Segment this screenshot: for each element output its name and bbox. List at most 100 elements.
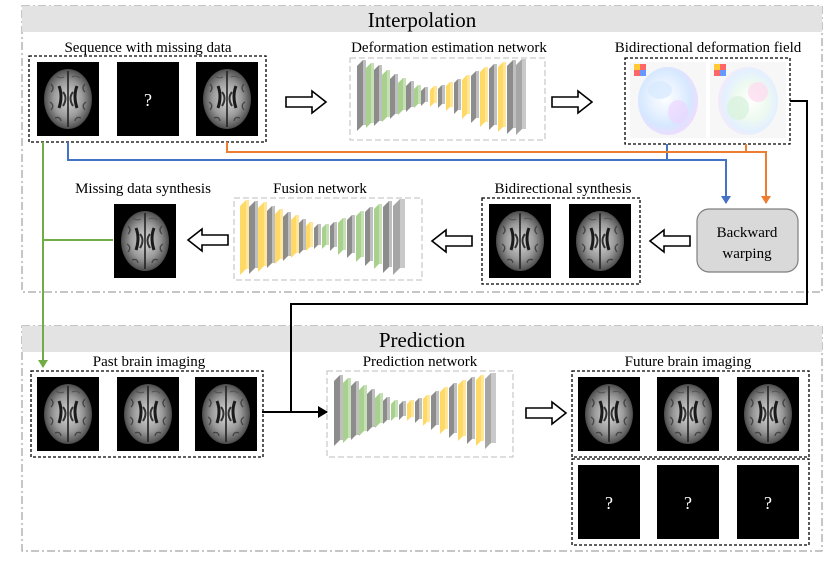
net-layer (383, 397, 390, 424)
prediction-net-layers (334, 373, 496, 449)
arrow-to-missing-synthesis (187, 228, 229, 252)
net-layer (343, 378, 351, 443)
net-layer (338, 218, 346, 255)
deformation-net-label: Deformation estimation network (351, 40, 547, 56)
prediction-net-box (326, 370, 514, 458)
synth-slice-backward (567, 202, 633, 280)
net-layer (383, 201, 392, 273)
synth-slice-forward (487, 202, 553, 280)
missing-slice (117, 62, 179, 136)
net-layer (423, 395, 430, 426)
net-layer (421, 87, 428, 106)
net-layer (485, 373, 496, 449)
net-layer (430, 86, 437, 107)
deformation-net-layers (357, 59, 526, 135)
net-layer (393, 199, 405, 275)
future-slice-2 (655, 375, 721, 453)
net-layer (356, 211, 364, 262)
net-layer (374, 204, 382, 269)
net-layer (240, 200, 249, 275)
blue-path-to-warping (67, 142, 731, 204)
net-layer (415, 398, 422, 423)
net-layer (365, 207, 373, 266)
prediction-net-label: Prediction network (363, 354, 478, 370)
bidirectional-synthesis-box (481, 197, 641, 285)
orange-path-to-warping (226, 142, 771, 204)
net-layer (454, 79, 461, 114)
net-layer (462, 75, 470, 119)
net-layer (390, 74, 398, 119)
net-layer (449, 383, 457, 438)
future-unknown-slice-3 (737, 465, 799, 539)
net-layer (275, 209, 283, 264)
net-layer (476, 375, 484, 446)
net-layer (322, 224, 329, 249)
past-slice-3 (193, 375, 259, 453)
net-layer (249, 201, 258, 274)
backward-warping-line1: Backward (717, 225, 778, 241)
net-layer (314, 224, 321, 249)
net-layer (291, 215, 299, 258)
sequence-missing-box (28, 55, 267, 143)
net-layer (351, 381, 359, 440)
black-path-from-field (290, 100, 808, 412)
past-imaging-label: Past brain imaging (93, 354, 206, 370)
future-unknown-slice-2 (657, 465, 719, 539)
net-layer (507, 60, 516, 134)
future-slice-1 (576, 375, 642, 453)
net-layer (498, 62, 506, 132)
brain-slice-t3 (194, 60, 260, 138)
future-unknown-mark-1: ? (605, 493, 613, 513)
future-imaging-box (571, 370, 810, 458)
net-layer (306, 222, 313, 251)
net-layer (407, 400, 414, 421)
deformation-net-box (349, 57, 546, 141)
brain-slice-t1 (35, 60, 101, 138)
future-unknown-slice-1 (578, 465, 640, 539)
fusion-net-label: Fusion network (273, 181, 367, 197)
arrow-to-deformation-field (551, 90, 593, 114)
net-layer (440, 387, 448, 434)
net-layer (438, 85, 445, 108)
past-slice-2 (115, 375, 181, 453)
net-layer (357, 60, 366, 131)
net-layer (489, 64, 497, 130)
interpolation-header (22, 6, 822, 32)
net-layer (399, 401, 406, 420)
net-layer (334, 375, 343, 446)
net-layer (330, 222, 337, 251)
sequence-missing-label: Sequence with missing data (64, 40, 231, 56)
bidirectional-synthesis-label: Bidirectional synthesis (494, 181, 631, 197)
net-layer (359, 385, 367, 436)
net-layer (458, 380, 466, 441)
net-layer (374, 65, 382, 126)
interpolation-title: Interpolation (368, 8, 477, 32)
future-unknown-mark-2: ? (684, 493, 692, 513)
missing-synthesis-slice (112, 202, 178, 280)
net-layer (398, 78, 406, 115)
arrow-to-deformation-net (285, 90, 327, 114)
future-imaging-label: Future brain imaging (625, 354, 752, 370)
deformation-field-forward (630, 62, 706, 138)
past-slice-1 (35, 375, 101, 453)
net-layer (375, 393, 383, 428)
arrow-to-future-imaging (525, 401, 567, 425)
net-layer (283, 212, 291, 261)
net-layer (480, 67, 488, 127)
bidirectional-field-label: Bidirectional deformation field (615, 40, 802, 56)
fusion-net-box (233, 197, 423, 281)
arrow-to-fusion-net (431, 229, 473, 253)
net-layer (471, 71, 479, 123)
net-layer (299, 219, 306, 254)
arrow-to-bidirectional-synthesis (649, 229, 691, 253)
prediction-header (22, 326, 822, 352)
net-layer (366, 63, 374, 128)
missing-synthesis-label: Missing data synthesis (75, 181, 211, 197)
past-imaging-box (30, 370, 264, 458)
fusion-net-layers (240, 199, 405, 275)
net-layer (467, 377, 475, 444)
backward-warping-line2: warping (722, 246, 772, 262)
future-slice-3 (735, 375, 801, 453)
future-unknown-box (571, 458, 810, 546)
future-unknown-mark-3: ? (764, 493, 772, 513)
